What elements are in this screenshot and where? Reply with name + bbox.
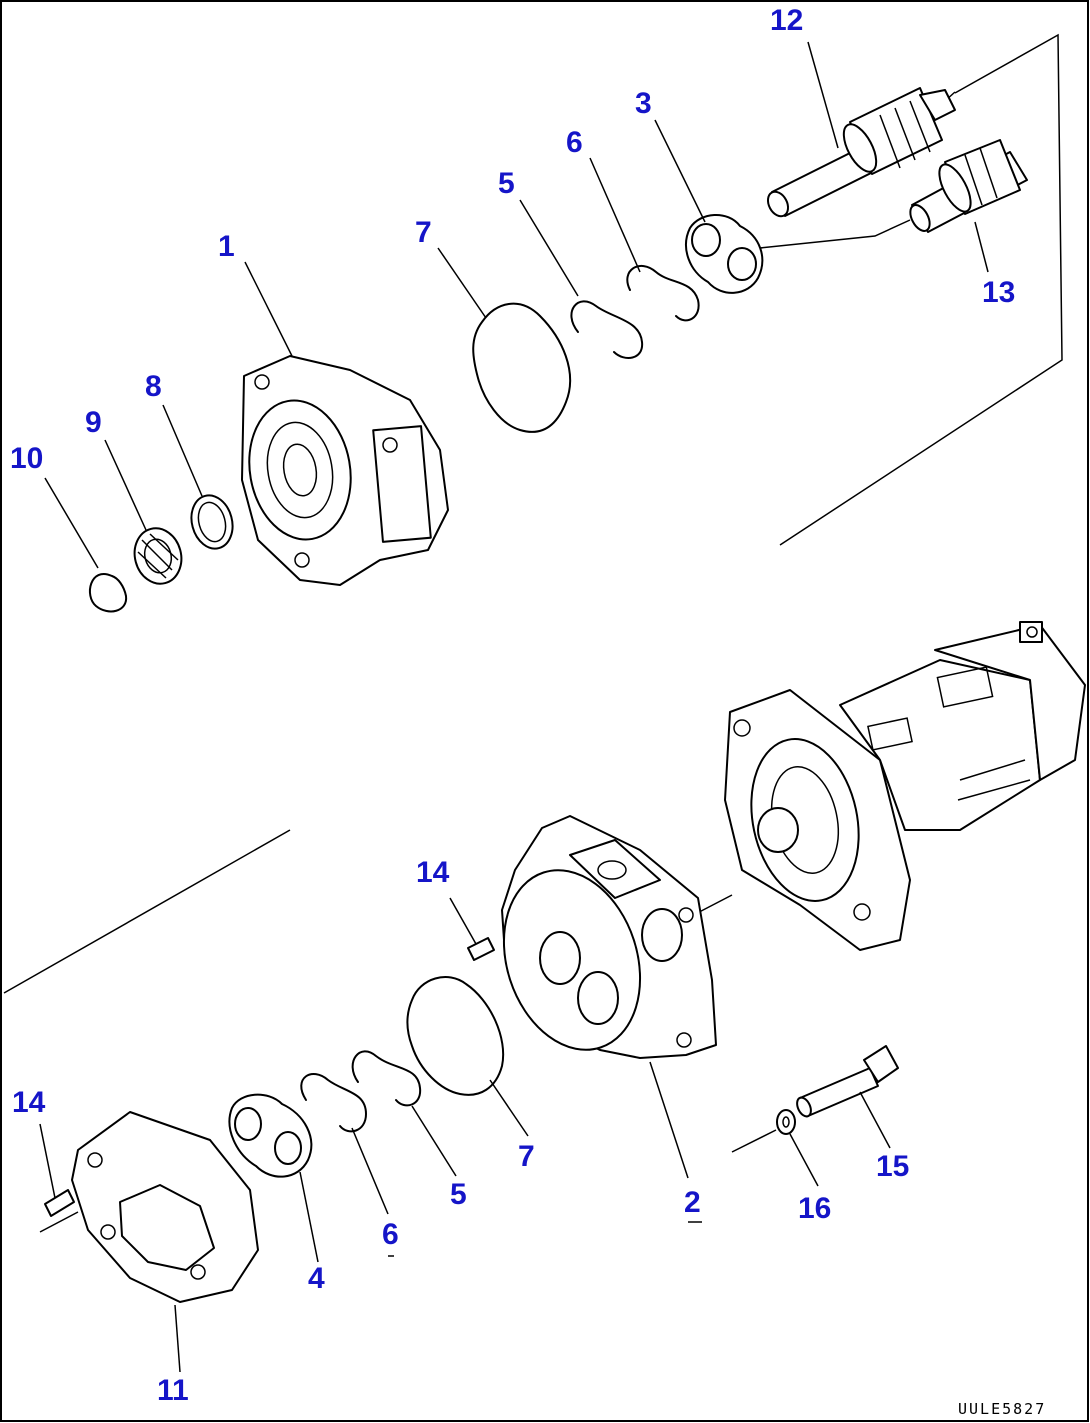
callout-5-bottom: 5: [450, 1178, 467, 1211]
dowel-pin-part-14-bottom: [44, 1189, 75, 1217]
callout-10: 10: [10, 442, 43, 475]
callout-4: 4: [308, 1262, 325, 1295]
callout-16: 16: [798, 1192, 831, 1225]
drawing-code: UULE5827: [958, 1400, 1046, 1418]
dowel-pin-part-14-mid: [467, 937, 495, 961]
callout-7-top: 7: [415, 216, 432, 249]
driven-shaft-part-13: [759, 139, 1028, 249]
bushing-plate-part-4: [228, 1093, 313, 1178]
bushing-plate-part-3: [685, 213, 764, 294]
snap-ring-part-10: [88, 573, 128, 613]
oil-seal-part-8: [190, 494, 234, 550]
drive-shaft-part-12: [766, 87, 956, 218]
callout-8: 8: [145, 370, 162, 403]
bolt-part-15: [731, 1045, 899, 1153]
front-cover-part-1: [241, 355, 449, 586]
callout-1: 1: [218, 230, 235, 263]
callout-5-top: 5: [498, 167, 515, 200]
callout-14-bottom: 14: [12, 1086, 46, 1119]
callout-15: 15: [876, 1150, 909, 1183]
callout-3: 3: [635, 87, 652, 120]
gasket-part-7-top: [472, 302, 572, 433]
callout-6-top: 6: [566, 126, 583, 159]
callout-labels: 12 3 6 5 7 1 13 8 9 10 14 14 7 15 5 2 16…: [10, 4, 1015, 1407]
callout-6-bottom: 6: [382, 1218, 399, 1251]
gear-case-part-2: [501, 815, 733, 1059]
leader-lines: [39, 41, 989, 1373]
seal-part-5-top: [570, 300, 644, 359]
gasket-part-7-bottom: [406, 976, 505, 1096]
callout-12: 12: [770, 4, 803, 37]
rear-cover-part-11: [39, 1111, 259, 1303]
callout-7-bottom: 7: [518, 1140, 535, 1173]
washer-part-16: [776, 1109, 796, 1135]
bearing-part-9: [133, 527, 183, 585]
pump-assembly: [724, 621, 1086, 951]
callout-2: 2: [684, 1186, 701, 1219]
seal-part-5-bottom: [351, 1050, 422, 1107]
backup-ring-part-6-bottom: [300, 1073, 367, 1133]
callout-14-mid: 14: [416, 856, 450, 889]
backup-ring-part-6-top: [626, 265, 700, 322]
callout-13: 13: [982, 276, 1015, 309]
callout-9: 9: [85, 406, 102, 439]
section-lines: [3, 33, 1063, 994]
callout-11: 11: [157, 1374, 189, 1407]
